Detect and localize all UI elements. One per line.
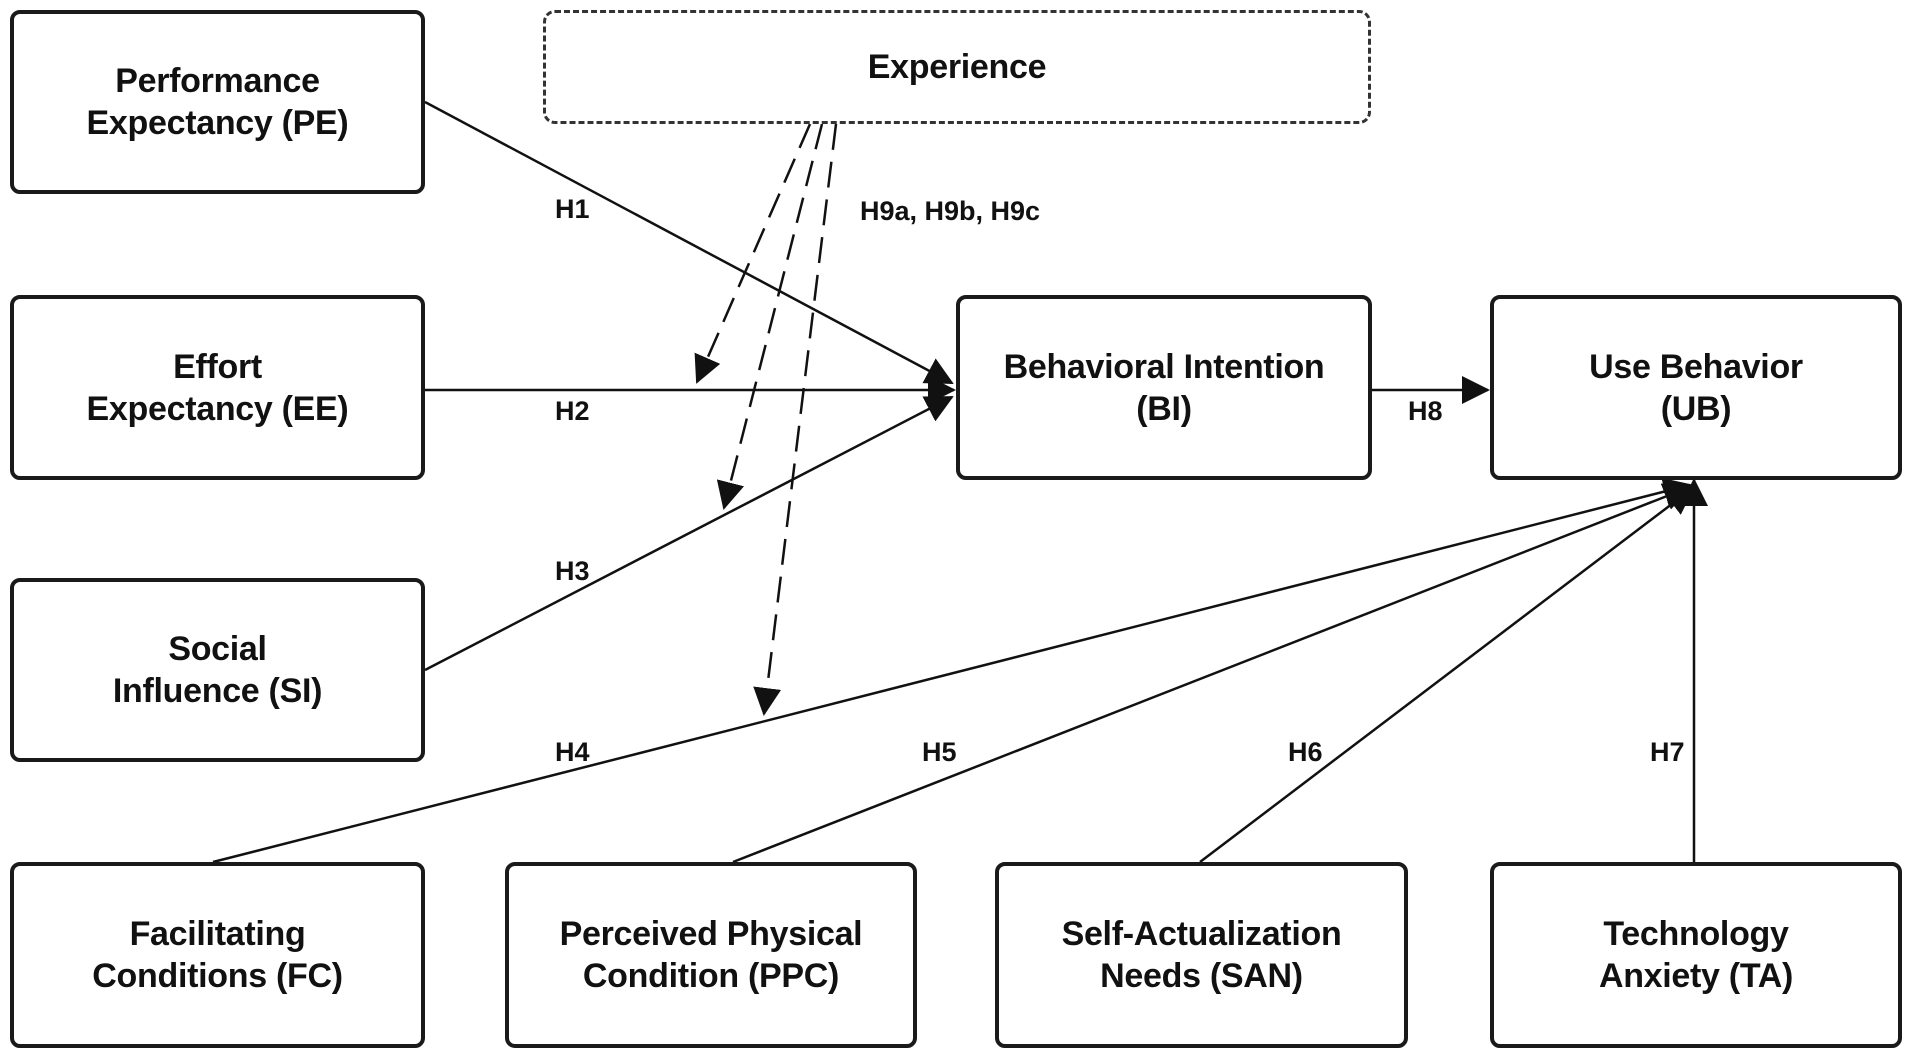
label-experience: Experience	[867, 48, 1047, 86]
box-technology-anxiety: Technology Anxiety (TA)	[1490, 862, 1902, 1048]
hypothesis-label-h7: H7	[1650, 737, 1685, 767]
label-use-behavior: Use Behavior (UB)	[1589, 347, 1803, 428]
label-performance-expectancy: Performance Expectancy (PE)	[86, 62, 349, 142]
label-perceived-physical-condition: Perceived Physical Condition (PPC)	[559, 915, 863, 995]
label-technology-anxiety: Technology Anxiety (TA)	[1598, 915, 1794, 995]
moderation-path-h3	[753, 123, 838, 716]
label-facilitating-conditions: Facilitating Conditions (FC)	[92, 915, 343, 995]
box-facilitating-conditions: Facilitating Conditions (FC)	[10, 862, 425, 1048]
box-self-actualization-needs: Self-Actualization Needs (SAN)	[995, 862, 1408, 1048]
box-use-behavior: Use Behavior (UB)	[1490, 295, 1902, 480]
box-performance-expectancy: Performance Expectancy (PE)	[10, 10, 425, 194]
hypothesis-label-h3: H3	[555, 556, 590, 586]
hypothesis-label-h8: H8	[1408, 396, 1443, 426]
label-behavioral-intention: Behavioral Intention (BI)	[1003, 347, 1325, 428]
hypothesis-label-h5: H5	[922, 737, 957, 767]
hypothesis-label-h1: H1	[555, 194, 590, 224]
hypothesis-label-h2: H2	[555, 396, 590, 426]
path-h3-si-bi	[424, 395, 954, 672]
label-self-actualization-needs: Self-Actualization Needs (SAN)	[1061, 915, 1342, 995]
path-h1-pe-bi	[424, 100, 954, 385]
box-effort-expectancy: Effort Expectancy (EE)	[10, 295, 425, 480]
box-perceived-physical-condition: Perceived Physical Condition (PPC)	[505, 862, 917, 1048]
path-h6-san-ub	[1199, 486, 1695, 863]
moderation-path-h1	[694, 123, 812, 384]
box-behavioral-intention: Behavioral Intention (BI)	[956, 295, 1372, 480]
hypothesis-label-h4: H4	[555, 737, 590, 767]
label-effort-expectancy: Effort Expectancy (EE)	[86, 347, 349, 428]
label-social-influence: Social Influence (SI)	[112, 630, 323, 710]
hypothesis-label-h9: H9a, H9b, H9c	[860, 196, 1041, 226]
hypothesis-label-h6: H6	[1288, 737, 1323, 767]
path-h4-fc-ub	[212, 477, 1692, 864]
box-social-influence: Social Influence (SI)	[10, 578, 425, 762]
path-h5-ppc-ub	[732, 483, 1692, 864]
box-experience: Experience	[543, 10, 1371, 124]
moderation-path-h2	[716, 123, 824, 510]
